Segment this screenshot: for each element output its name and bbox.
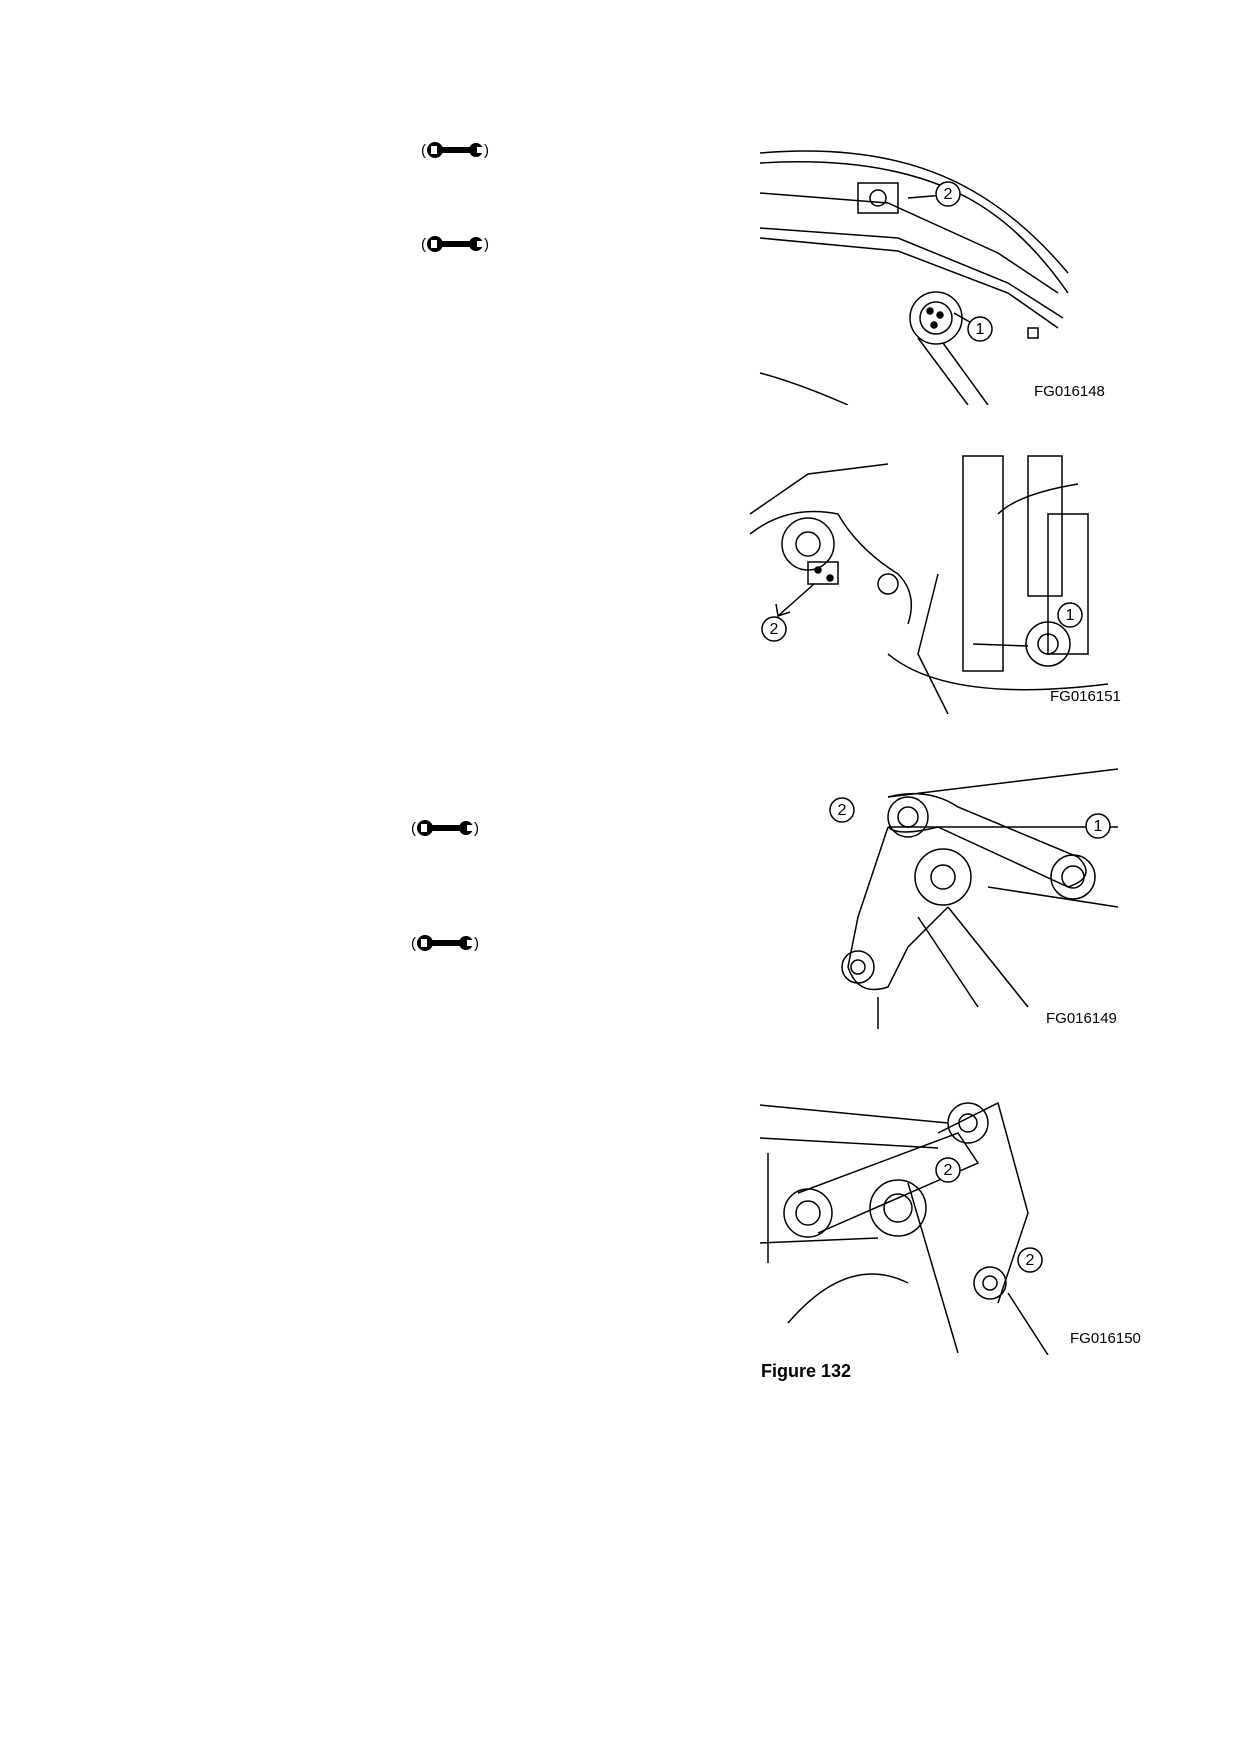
figure-caption: Figure 132 — [761, 1361, 852, 1381]
torque-wrench-4: ( ) — [411, 932, 479, 954]
wrench-icon — [417, 935, 474, 951]
torque-wrench-3: ( ) — [411, 817, 479, 839]
figure-fg016151: 2 1 FG016151 — [748, 454, 1128, 714]
callout-1: 1 — [1085, 813, 1111, 839]
callout-1: 1 — [967, 316, 993, 342]
figure-code: FG016150 — [1070, 1330, 1141, 1347]
wrench-icon — [427, 142, 484, 158]
boom-pin-illustration — [759, 150, 1069, 405]
figure-fg016149: 2 1 FG016149 — [828, 767, 1128, 1029]
arm-link-illustration — [841, 768, 1119, 1029]
torque-wrench-1: ( ) — [421, 139, 489, 161]
figure-code: FG016151 — [1050, 688, 1121, 705]
paren-close: ) — [474, 934, 479, 952]
paren-close: ) — [474, 819, 479, 837]
figure-fg016150: 2 2 FG016150 — [758, 1093, 1141, 1355]
svg-text:1: 1 — [1066, 607, 1075, 624]
callout-1: 1 — [1057, 602, 1083, 628]
svg-text:2: 2 — [944, 1162, 953, 1179]
figure-fg016148: 2 1 FG016148 — [758, 143, 1105, 405]
wrench-icon — [427, 236, 484, 252]
paren-close: ) — [484, 141, 489, 159]
callout-2b: 2 — [1017, 1247, 1043, 1273]
paren-close: ) — [484, 235, 489, 253]
figure-code: FG016149 — [1046, 1010, 1117, 1027]
svg-text:2: 2 — [838, 802, 847, 819]
linkage-pin-illustration — [759, 1101, 1049, 1355]
paren-open: ( — [421, 141, 426, 159]
svg-text:2: 2 — [1026, 1252, 1035, 1269]
cylinder-pin-illustration — [749, 455, 1109, 714]
callout-2: 2 — [935, 1157, 961, 1183]
paren-open: ( — [411, 819, 416, 837]
paren-open: ( — [421, 235, 426, 253]
paren-open: ( — [411, 934, 416, 952]
svg-text:1: 1 — [1094, 818, 1103, 835]
svg-text:2: 2 — [770, 621, 779, 638]
wrench-icon — [417, 820, 474, 836]
svg-text:2: 2 — [944, 186, 953, 203]
svg-text:1: 1 — [976, 321, 985, 338]
callout-2: 2 — [935, 181, 961, 207]
callout-2: 2 — [829, 797, 855, 823]
callout-2: 2 — [761, 616, 787, 642]
figure-code: FG016148 — [1034, 383, 1105, 400]
torque-wrench-2: ( ) — [421, 233, 489, 255]
